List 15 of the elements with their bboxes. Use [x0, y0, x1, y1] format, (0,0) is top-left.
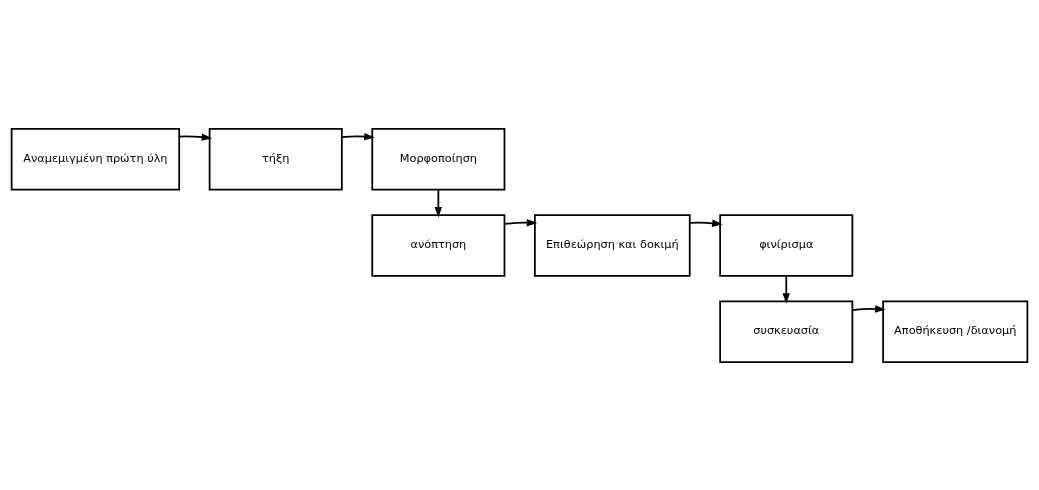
arrow [782, 274, 790, 304]
node-box: Αποθήκευση /διανομή [882, 299, 1029, 363]
arrow [688, 218, 723, 227]
arrow [503, 218, 538, 226]
arrow [178, 132, 213, 141]
node-box: συσκευασία [719, 299, 854, 363]
node-box: Αναμεμιγμένη πρώτη ύλη [10, 127, 181, 191]
node-box: Επιθεώρηση και δοκιμή [534, 213, 691, 277]
node-box: Μορφοποίηση [371, 127, 506, 191]
node-box: ανόπτηση [371, 213, 506, 277]
arrow [434, 188, 443, 218]
arrow [851, 304, 886, 313]
arrow [341, 132, 375, 140]
node-box: φινίρισμα [719, 213, 854, 277]
node-box: τήξη [208, 127, 343, 191]
